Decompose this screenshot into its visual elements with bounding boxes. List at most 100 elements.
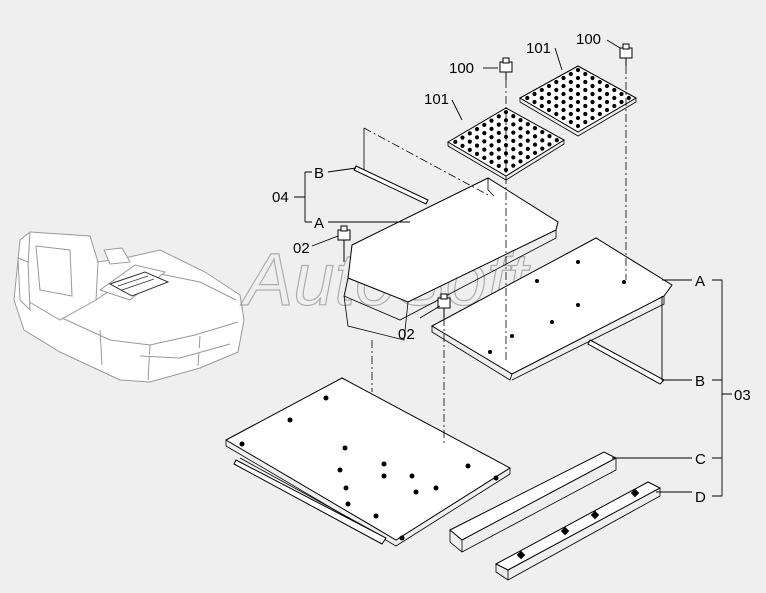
mat-hole (561, 115, 566, 121)
mat-hole (554, 111, 559, 117)
mat-hole (590, 99, 595, 105)
mat-hole (575, 123, 581, 129)
mat-hole (540, 138, 545, 143)
mat-hole (503, 118, 509, 123)
mat-hole (539, 87, 544, 93)
mat-hole (547, 134, 552, 139)
mat-hole (575, 107, 581, 113)
mat-hole (568, 79, 573, 85)
mat-hole (568, 103, 573, 109)
mat-hole (546, 99, 552, 105)
mat-hole (561, 107, 566, 113)
mat-hole (575, 91, 581, 97)
mat-101-right (518, 65, 638, 137)
mat-hole (619, 91, 624, 97)
mat-hole (568, 95, 573, 101)
mat-hole (539, 95, 544, 101)
mat-hole (518, 159, 523, 164)
mat-hole (568, 111, 573, 117)
mat-hole (604, 91, 610, 97)
mat-101-left (447, 107, 565, 181)
mat-hole (474, 135, 480, 140)
mat-hole (503, 151, 509, 156)
mat-hole (511, 130, 516, 135)
bolt-02-right (437, 293, 451, 446)
mat-hole (489, 135, 494, 140)
mat-hole (561, 99, 566, 105)
mat-hole (597, 95, 602, 101)
part-label-03-b: B (695, 373, 705, 390)
mat-hole (575, 75, 581, 81)
mat-hole (518, 142, 523, 147)
mat-hole (597, 103, 602, 109)
mat-hole (503, 167, 509, 172)
mat-hole (496, 130, 501, 135)
mat-hole (496, 155, 501, 160)
mat-hole (561, 83, 566, 89)
mat-hole (525, 146, 530, 151)
mat-hole (597, 79, 602, 85)
mat-hole (568, 71, 573, 77)
mat-hole (467, 131, 472, 136)
mat-hole (532, 150, 538, 155)
leader-lines (294, 39, 732, 497)
mat-hole (568, 119, 573, 125)
mat-hole (525, 122, 530, 127)
mat-hole (482, 147, 487, 152)
mat-hole (547, 142, 552, 147)
mat-hole (583, 111, 588, 117)
mat-hole (496, 114, 501, 119)
mat-hole (583, 71, 588, 77)
mat-hole (482, 131, 487, 136)
bolt-02-left (337, 225, 351, 262)
mat-hole (474, 143, 480, 148)
bolt-100-left (499, 57, 513, 360)
plate-strip-b (587, 339, 665, 385)
mat-hole (489, 126, 494, 131)
mat-hole (612, 95, 617, 101)
mat-hole (568, 87, 573, 93)
mat-hole (511, 138, 516, 143)
cover-panel-04 (343, 127, 559, 341)
mat-hole (583, 95, 588, 101)
mat-hole (467, 147, 472, 152)
mat-hole (467, 139, 472, 144)
mat-hole (604, 107, 610, 113)
mat-hole (496, 163, 501, 168)
part-label-02-left: 02 (293, 240, 310, 257)
mat-hole (489, 118, 494, 123)
bolt-100-right (619, 43, 633, 280)
mat-hole (532, 91, 537, 97)
mat-hole (604, 99, 610, 105)
cover-strip-b (353, 165, 429, 205)
mat-hole (583, 103, 588, 109)
mat-hole (583, 87, 588, 93)
mat-hole (583, 79, 588, 85)
spacer-bar-d (494, 481, 662, 581)
mat-hole (532, 126, 538, 131)
mat-hole (612, 87, 617, 93)
part-label-03: 03 (734, 387, 751, 404)
mat-hole (511, 114, 516, 119)
mat-hole (511, 122, 516, 127)
mat-hole (590, 83, 595, 89)
mat-hole (496, 122, 501, 127)
mat-hole (503, 134, 509, 139)
mat-hole (474, 127, 480, 132)
mat-hole (525, 155, 530, 160)
mat-hole (590, 75, 595, 81)
part-label-100-left: 100 (449, 60, 474, 77)
mat-hole (540, 130, 545, 135)
mat-hole (546, 107, 552, 113)
mat-hole (597, 87, 602, 93)
mat-hole (561, 91, 566, 97)
part-label-04-b: B (314, 165, 324, 182)
mat-hole (518, 151, 523, 156)
part-label-04-a: A (314, 215, 324, 232)
mat-hole (626, 95, 631, 101)
part-label-101-right: 101 (526, 40, 551, 57)
mat-hole (546, 83, 552, 89)
mat-hole (604, 83, 610, 89)
mat-hole (590, 107, 595, 113)
